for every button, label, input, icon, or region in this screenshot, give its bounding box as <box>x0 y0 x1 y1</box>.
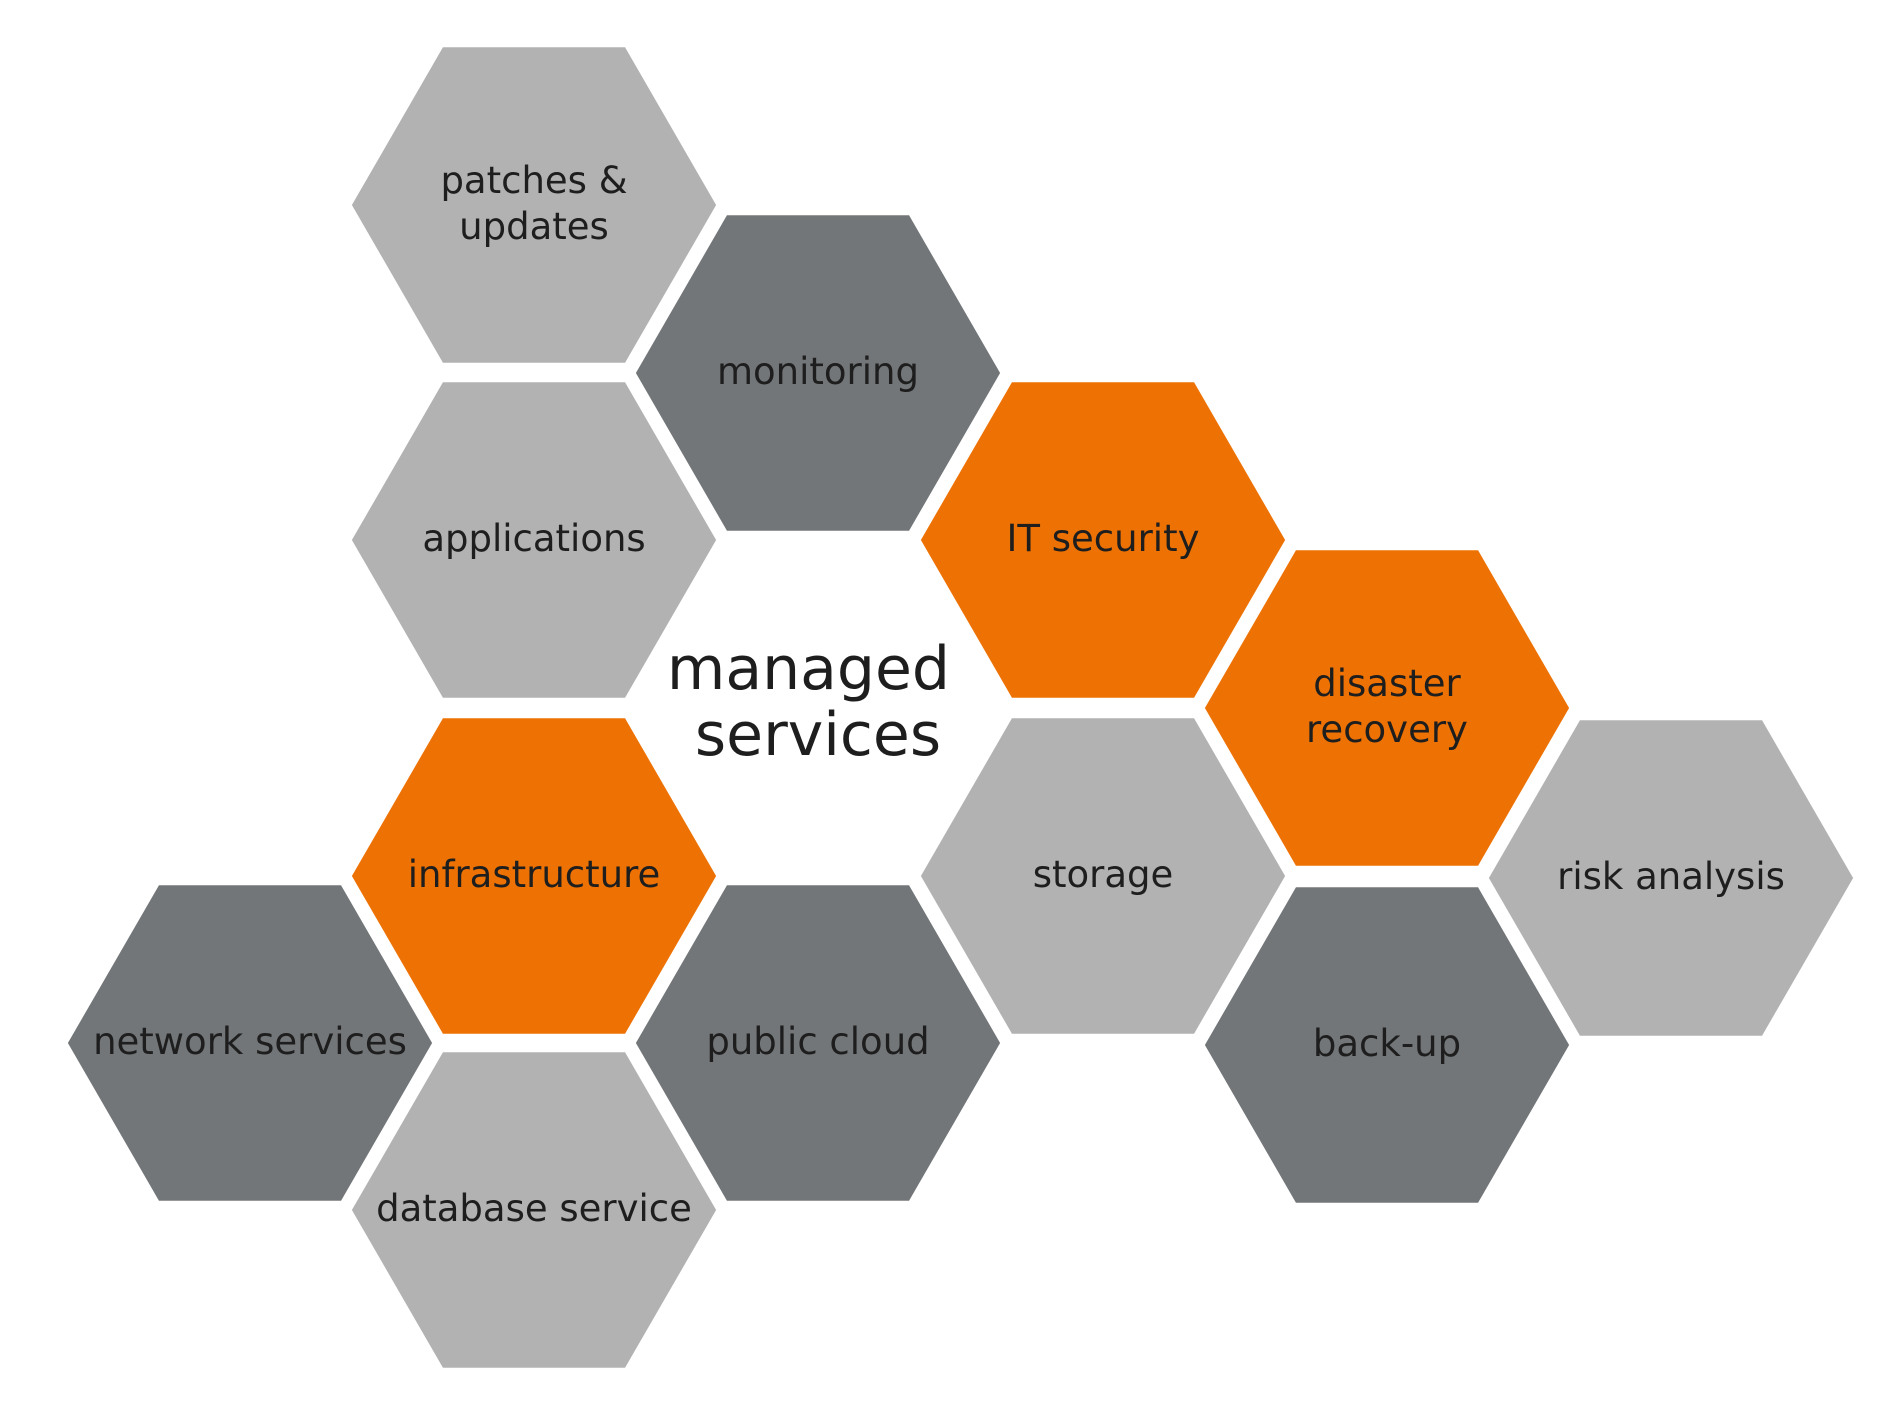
hexagon-label-line: back-up <box>1313 1022 1461 1065</box>
hexagon-label-line: monitoring <box>717 350 919 393</box>
hexagon-label-line: applications <box>422 517 645 560</box>
hexagon-database-service: database service <box>346 1047 722 1373</box>
hexagon-label-database-service: database service <box>376 1187 692 1230</box>
hexagon-label-infrastructure: infrastructure <box>408 853 661 896</box>
hexagon-label-it-security: IT security <box>1006 517 1199 560</box>
hexagon-shape-applications <box>346 377 722 703</box>
hexagon-label-public-cloud: public cloud <box>706 1020 929 1063</box>
hexagon-shape-public-cloud <box>630 880 1006 1206</box>
hexagon-label-network-services: network services <box>93 1020 407 1063</box>
hexagon-label-line: recovery <box>1306 708 1468 751</box>
hexagon-label-line: updates <box>459 205 609 248</box>
hexagon-shape-risk-analysis <box>1483 715 1859 1041</box>
hexagon-shape-monitoring <box>630 210 1006 536</box>
hexagon-infrastructure: infrastructure <box>346 713 722 1039</box>
hexagon-label-line: infrastructure <box>408 853 661 896</box>
hexagon-shape-patches-updates <box>346 42 722 368</box>
hexagon-label-line: IT security <box>1006 517 1199 560</box>
hexagon-shape-database-service <box>346 1047 722 1373</box>
hexagon-label-storage: storage <box>1033 853 1174 896</box>
hexagon-shape-network-services <box>62 880 438 1206</box>
hexagon-label-line: public cloud <box>706 1020 929 1063</box>
hexagon-shape-it-security <box>915 377 1291 703</box>
hexagon-network-services: network services <box>62 880 438 1206</box>
hexagon-label-back-up: back-up <box>1313 1022 1461 1065</box>
hexagon-public-cloud: public cloud <box>630 880 1006 1206</box>
hexagon-label-risk-analysis: risk analysis <box>1557 855 1785 898</box>
hexagon-label-line: storage <box>1033 853 1174 896</box>
hexagon-it-security: IT security <box>915 377 1291 703</box>
hexagon-label-patches-updates: patches &updates <box>440 159 627 248</box>
hexagon-patches-updates: patches &updates <box>346 42 722 368</box>
hexagon-label-line: risk analysis <box>1557 855 1785 898</box>
hexagon-risk-analysis: risk analysis <box>1483 715 1859 1041</box>
hexagon-monitoring: monitoring <box>630 210 1006 536</box>
hexagon-label-line: database service <box>376 1187 692 1230</box>
hexagon-label-line: patches & <box>440 159 627 202</box>
hexagon-shape-disaster-recovery <box>1199 545 1575 871</box>
hexagon-shape-infrastructure <box>346 713 722 1039</box>
hexagon-shape-storage <box>915 713 1291 1039</box>
center-title-line-2: services <box>695 700 941 770</box>
center-title: managed services <box>667 634 969 770</box>
hexagon-shape-back-up <box>1199 882 1575 1208</box>
hexagon-applications: applications <box>346 377 722 703</box>
hexagon-label-applications: applications <box>422 517 645 560</box>
hexagon-back-up: back-up <box>1199 882 1575 1208</box>
center-title-line-1: managed <box>667 634 950 704</box>
hexagon-label-monitoring: monitoring <box>717 350 919 393</box>
hexagon-label-line: network services <box>93 1020 407 1063</box>
hexagon-label-line: disaster <box>1313 662 1461 705</box>
hexagon-storage: storage <box>915 713 1291 1039</box>
hexagon-layer: patches &updates monitoring applications IT… <box>62 42 1859 1373</box>
